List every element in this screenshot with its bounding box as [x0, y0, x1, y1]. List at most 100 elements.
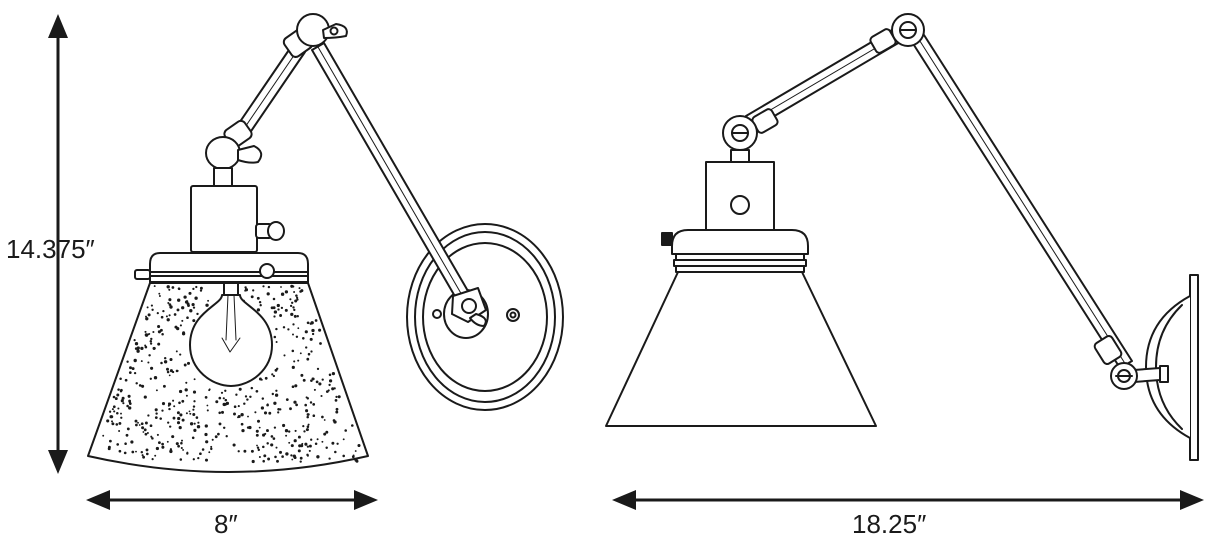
seed-dot	[244, 395, 248, 398]
seed-dot	[145, 315, 147, 318]
seed-dot	[244, 286, 247, 289]
seed-dot	[262, 433, 266, 437]
seed-dot	[250, 449, 254, 453]
seed-dot	[298, 287, 301, 290]
seed-dot	[273, 315, 276, 318]
seed-dot	[124, 378, 128, 382]
seed-dot	[263, 411, 268, 415]
side-view-lamp	[606, 14, 1198, 460]
seed-dot	[246, 398, 249, 401]
seed-dot	[194, 296, 198, 300]
side-elbow-knuckle	[892, 14, 924, 46]
side-wall-knuckle	[1111, 363, 1137, 389]
side-head-knuckle	[723, 116, 757, 162]
seed-dot	[110, 415, 114, 419]
seed-dot	[233, 405, 237, 409]
width-dimension-label: 8″	[214, 509, 238, 539]
seed-dot	[255, 389, 259, 393]
seed-dot	[189, 309, 193, 313]
seed-dot	[192, 390, 197, 394]
seed-dot	[318, 382, 322, 386]
seed-dot	[274, 455, 277, 459]
seed-dot	[311, 377, 315, 381]
seed-dot	[282, 423, 286, 428]
seed-dot	[323, 419, 326, 421]
seed-dot	[296, 315, 299, 318]
seed-dot	[232, 443, 236, 447]
seed-dot	[197, 456, 200, 460]
seed-dot	[351, 424, 354, 427]
seed-dot	[237, 416, 239, 419]
seed-dot	[276, 303, 280, 308]
seed-dot	[271, 373, 274, 376]
seed-dot	[297, 449, 301, 453]
seed-dot	[158, 292, 161, 295]
seed-dot	[218, 396, 222, 400]
seed-dot	[178, 287, 181, 291]
seed-dot	[141, 384, 145, 388]
seed-dot	[177, 298, 181, 302]
seed-dot	[218, 422, 222, 426]
seed-dot	[188, 410, 191, 413]
seed-dot	[154, 408, 158, 412]
seed-dot	[161, 402, 166, 406]
seed-dot	[166, 285, 170, 289]
depth-dimension-arrow	[612, 490, 1204, 510]
seed-dot	[296, 298, 299, 301]
seed-dot	[158, 295, 161, 297]
seed-dot	[280, 286, 282, 288]
seed-dot	[307, 352, 311, 356]
seed-dot	[187, 304, 190, 307]
seed-dot	[299, 352, 302, 355]
seed-dot	[169, 305, 173, 309]
seed-dot	[260, 378, 263, 381]
seed-dot	[293, 360, 296, 363]
seed-dot	[126, 427, 130, 431]
seed-dot	[325, 390, 329, 393]
seed-dot	[207, 299, 210, 302]
seed-dot	[179, 324, 182, 327]
seed-dot	[310, 438, 313, 441]
seed-dot	[166, 367, 169, 371]
seed-dot	[181, 418, 185, 422]
seed-dot	[331, 371, 336, 376]
seed-dot	[118, 421, 122, 425]
seed-dot	[173, 313, 177, 316]
seed-dot	[270, 435, 274, 438]
seed-dot	[306, 454, 309, 457]
seed-dot	[256, 444, 258, 447]
seed-dot	[321, 415, 324, 419]
seed-dot	[185, 381, 188, 384]
seed-dot	[210, 447, 213, 451]
seed-dot	[321, 440, 324, 443]
seed-dot	[288, 430, 291, 433]
seed-dot	[205, 440, 209, 444]
seed-dot	[208, 388, 211, 391]
seed-dot	[116, 443, 120, 446]
seed-dot	[138, 424, 141, 426]
front-head-joint	[206, 137, 261, 186]
seed-dot	[195, 416, 199, 419]
seed-dot	[126, 360, 129, 363]
seed-dot	[166, 318, 170, 322]
seed-dot	[266, 442, 269, 445]
seed-dot	[128, 406, 132, 410]
seed-dot	[123, 451, 127, 455]
seed-dot	[157, 324, 161, 329]
seed-dot	[295, 335, 299, 338]
seed-dot	[152, 346, 156, 350]
seed-dot	[305, 409, 309, 413]
seed-dot	[122, 402, 125, 405]
seed-dot	[162, 309, 165, 313]
front-socket-housing	[191, 186, 284, 252]
seed-dot	[263, 454, 267, 458]
seed-dot	[169, 449, 173, 454]
seed-dot	[310, 350, 313, 353]
seed-dot	[224, 389, 227, 392]
seed-dot	[120, 399, 124, 403]
seed-dot	[210, 445, 213, 448]
seed-dot	[136, 346, 140, 350]
seed-dot	[306, 425, 310, 428]
seed-dot	[168, 402, 172, 406]
seed-dot	[171, 286, 175, 289]
